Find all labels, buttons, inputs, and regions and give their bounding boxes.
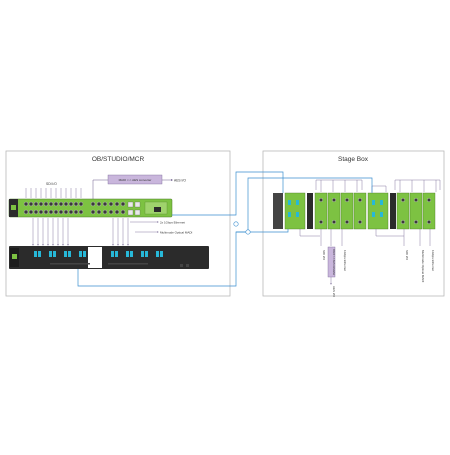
stagebox-module-divider-2 bbox=[390, 193, 396, 229]
stagebox-bnc bbox=[319, 198, 431, 224]
sdi-arrows-bottom bbox=[32, 218, 129, 246]
optical-label: Multimode Optical MADI bbox=[160, 231, 193, 235]
stagebox-module-divider-1 bbox=[307, 193, 313, 229]
link-junction-2 bbox=[245, 229, 251, 235]
green-unit-logo-icon bbox=[11, 205, 16, 210]
stagebox-optical: Multimode Optical MADI bbox=[421, 250, 425, 283]
stagebox-module-1 bbox=[284, 192, 306, 230]
stagebox-ports bbox=[288, 200, 383, 217]
stagebox-sdi-io-a: SDI I/O bbox=[322, 250, 326, 261]
fiber-links bbox=[77, 171, 373, 287]
stagebox-sdi-io-b: SDI I/O bbox=[405, 250, 409, 261]
sfp-ports bbox=[127, 201, 141, 216]
right-panel: Stage Box bbox=[262, 150, 445, 298]
stagebox-module-9 bbox=[422, 192, 436, 230]
stagebox-madi-converter bbox=[327, 246, 336, 278]
stagebox-bottom-lines bbox=[299, 229, 431, 246]
left-panel-title: OB/STUDIO/MCR bbox=[92, 156, 145, 163]
stagebox-module-7 bbox=[396, 192, 410, 230]
black-unit-gap bbox=[88, 247, 102, 268]
stagebox-eth-b: 1Gbps Ethernet bbox=[431, 250, 435, 271]
black-unit-ports bbox=[34, 251, 163, 257]
stagebox-eth: 1Gbps Ethernet bbox=[343, 250, 347, 271]
stagebox-module-3 bbox=[327, 192, 341, 230]
black-router-unit bbox=[9, 246, 209, 269]
madi-aes-converter-box bbox=[107, 174, 163, 185]
stagebox-module-5 bbox=[353, 192, 367, 230]
sdi-io-label: SDI I/O bbox=[46, 182, 57, 186]
link-junction-1 bbox=[233, 221, 239, 227]
aes-io-label: AES I/O bbox=[174, 179, 186, 183]
stagebox-module-8 bbox=[409, 192, 423, 230]
left-panel: OB/STUDIO/MCR MADI <-> AES converter AES… bbox=[5, 150, 231, 297]
madi-aes-converter-label: MADI <-> AES converter bbox=[119, 178, 152, 182]
stagebox-aes-io: AES I/O bbox=[332, 286, 336, 298]
stagebox-module-6 bbox=[367, 192, 389, 230]
bnc-connectors bbox=[23, 201, 126, 215]
stagebox-psu bbox=[273, 193, 283, 229]
stagebox-madi-label: MADI <-> AES converter bbox=[332, 249, 335, 275]
eth-label: 2x 1Gbps Ethernet bbox=[160, 221, 185, 225]
green-unit-display bbox=[154, 207, 161, 212]
black-unit-vents bbox=[50, 263, 189, 267]
right-panel-title: Stage Box bbox=[338, 156, 369, 163]
sdi-arrows-top bbox=[25, 188, 82, 198]
black-unit-logo-icon bbox=[12, 254, 17, 259]
stagebox-module-4 bbox=[340, 192, 354, 230]
